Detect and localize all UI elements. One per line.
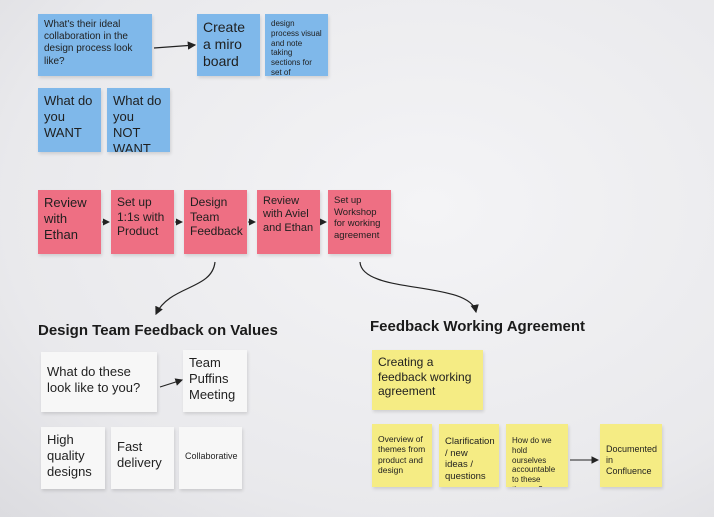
sticky-creating-agreement[interactable]: Creating a feedback working agreement — [372, 350, 483, 410]
sticky-review-aviel-ethan[interactable]: Review with Aviel and Ethan — [257, 190, 320, 254]
arrow-ideal-to-miro — [153, 41, 197, 50]
sticky-how-accountable[interactable]: How do we hold ourselves accountable to … — [506, 424, 568, 487]
sticky-fast-delivery[interactable]: Fast delivery — [111, 427, 174, 489]
sticky-miro-board-detail[interactable]: design process visual and note taking se… — [265, 14, 328, 76]
sticky-ideal-collaboration[interactable]: What's their ideal collaboration in the … — [38, 14, 152, 76]
sticky-what-you-not-want[interactable]: What do you NOT WANT — [107, 88, 170, 152]
sticky-setup-1on1[interactable]: Set up 1:1s with Product — [111, 190, 174, 254]
arrow-design-to-values — [155, 261, 216, 316]
sticky-create-miro-board[interactable]: Create a miro board — [197, 14, 260, 76]
arrow-workshop-to-agreement — [359, 261, 479, 314]
heading-design-team-values: Design Team Feedback on Values — [38, 322, 278, 339]
arrow-look-to-puffins — [159, 378, 184, 388]
sticky-collaborative[interactable]: Collaborative — [179, 427, 242, 489]
sticky-team-puffins[interactable]: Team Puffins Meeting — [183, 350, 247, 412]
sticky-clarification[interactable]: Clarification / new ideas / questions — [439, 424, 499, 487]
sticky-what-you-want[interactable]: What do you WANT — [38, 88, 101, 152]
sticky-high-quality[interactable]: High quality designs — [41, 427, 105, 489]
sticky-design-team-feedback[interactable]: Design Team Feedback — [184, 190, 247, 254]
sticky-what-look-like[interactable]: What do these look like to you? — [41, 352, 157, 412]
sticky-setup-workshop[interactable]: Set up Workshop for working agreement — [328, 190, 391, 254]
sticky-documented-confluence[interactable]: Documented in Confluence — [600, 424, 662, 487]
sticky-overview-themes[interactable]: Overview of themes from product and desi… — [372, 424, 432, 487]
sticky-review-ethan[interactable]: Review with Ethan — [38, 190, 101, 254]
heading-feedback-agreement: Feedback Working Agreement — [370, 318, 586, 335]
